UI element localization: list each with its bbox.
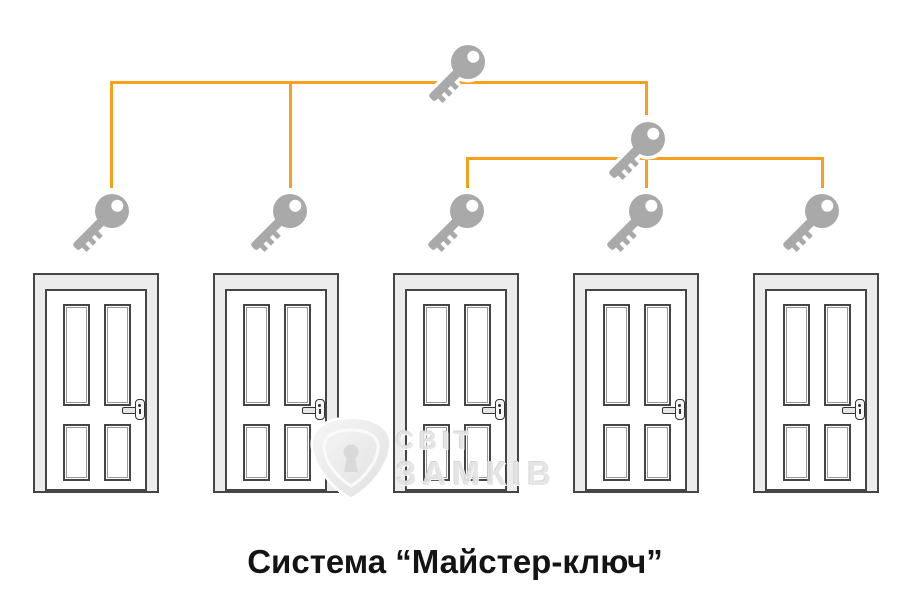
door-panel: [423, 304, 450, 406]
door-leaf: [585, 289, 687, 491]
door-panel: [243, 424, 270, 481]
door-panel: [63, 424, 90, 481]
door-panel: [824, 424, 851, 481]
connector-submaster-to-key4: [645, 157, 648, 188]
door-leaf: [45, 289, 147, 491]
connector-submaster-to-key5: [821, 157, 824, 188]
diagram-caption: Система “Майстер-ключ”: [247, 543, 663, 580]
connector-master-to-key2: [289, 81, 292, 188]
connector-master-to-submaster: [645, 81, 648, 115]
door-panel: [464, 424, 491, 481]
door-panel: [644, 304, 671, 406]
door-panel: [783, 424, 810, 481]
door-1: [33, 273, 159, 493]
door-handle: [662, 399, 688, 421]
door-panel: [783, 304, 810, 406]
door-panel: [603, 424, 630, 481]
door-panel: [824, 304, 851, 406]
key-icon-2: [243, 188, 315, 260]
connector-level1-horizontal: [112, 81, 648, 84]
door-3: [393, 273, 519, 493]
door-panel: [423, 424, 450, 481]
watermark-line2: ЗАМКІВ: [396, 455, 558, 492]
door-5: [753, 273, 879, 493]
door-panel: [243, 304, 270, 406]
connector-master-to-key1: [110, 81, 113, 188]
door-leaf: [405, 289, 507, 491]
key-icon-1: [65, 188, 137, 260]
door-panel: [464, 304, 491, 406]
door-leaf: [225, 289, 327, 491]
door-leaf: [765, 289, 867, 491]
door-panel: [644, 424, 671, 481]
key-icon-3: [420, 188, 492, 260]
door-panel: [284, 424, 311, 481]
master-key-icon: [421, 39, 493, 111]
submaster-key-icon: [601, 116, 673, 188]
door-panel: [284, 304, 311, 406]
door-4: [573, 273, 699, 493]
door-panel: [104, 424, 131, 481]
door-2: [213, 273, 339, 493]
key-icon-5: [775, 188, 847, 260]
door-panel: [63, 304, 90, 406]
door-handle: [122, 399, 148, 421]
door-handle: [842, 399, 868, 421]
connector-submaster-to-key3: [466, 157, 469, 188]
watermark-line1: СВІТ: [396, 427, 475, 455]
watermark-text: СВІТ ЗАМКІВ: [396, 427, 558, 492]
door-handle: [482, 399, 508, 421]
door-handle: [302, 399, 328, 421]
door-panel: [104, 304, 131, 406]
door-panel: [603, 304, 630, 406]
key-icon-4: [599, 188, 671, 260]
shield-keyhole-icon: [310, 416, 392, 500]
